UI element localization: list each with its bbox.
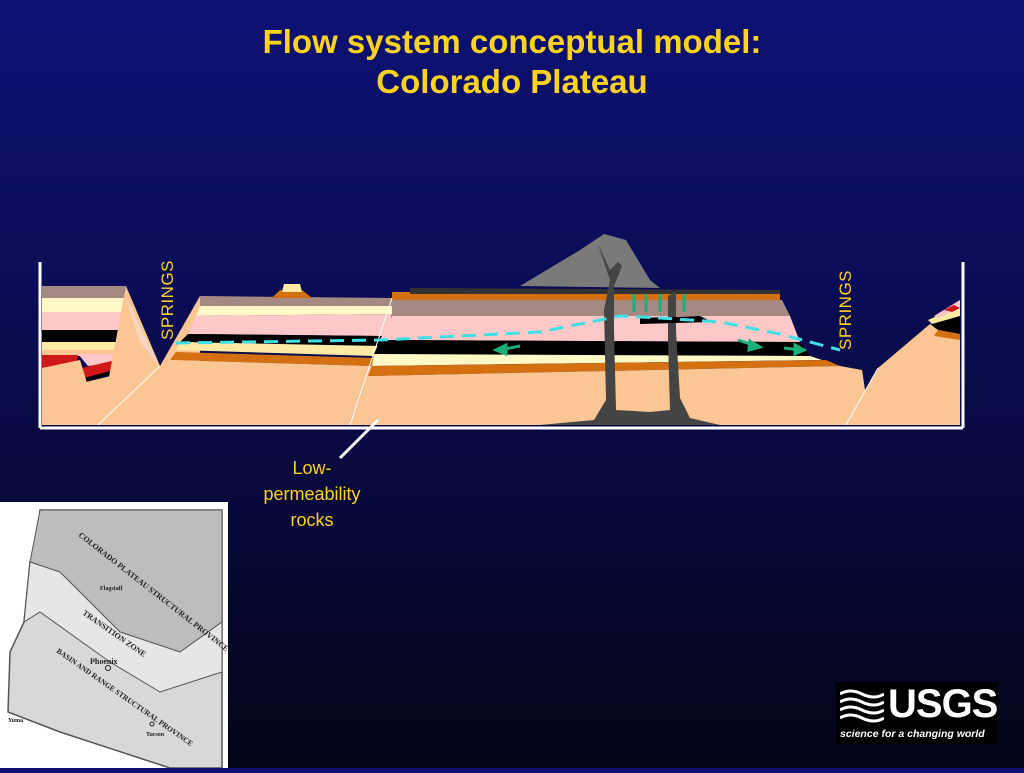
usgs-tagline: science for a changing world [840, 728, 985, 740]
diagram-frame [38, 262, 965, 430]
title-line-2: Colorado Plateau [376, 63, 648, 100]
low-permeability-line-3: rocks [290, 510, 334, 530]
springs-label-right: SPRINGS [836, 269, 855, 350]
low-permeability-label: Low- permeability rocks [242, 455, 382, 533]
left-mesa-strata [42, 286, 160, 425]
groundwater-flow-paths [175, 294, 841, 357]
map-phoenix-marker [105, 665, 111, 671]
central-left-strata [98, 284, 392, 425]
low-permeability-line-2: permeability [263, 484, 361, 504]
map-city-flagstaff: Flagstaff [100, 586, 124, 592]
map-city-tucson: Tucson [146, 732, 165, 738]
springs-label-left: SPRINGS [158, 259, 177, 340]
low-permeability-pointer [338, 418, 380, 460]
usgs-wordmark: USGS [888, 682, 998, 726]
fault-lines [97, 297, 879, 426]
right-mesa-strata [800, 300, 960, 425]
slide-title: Flow system conceptual model: Colorado P… [0, 22, 1024, 102]
usgs-logo: USGS science for a changing world [836, 682, 998, 744]
volcanic-features [410, 234, 780, 425]
low-permeability-line-1: Low- [292, 458, 332, 478]
title-line-1: Flow system conceptual model: [262, 23, 762, 60]
arizona-province-map: COLORADO PLATEAU STRUCTURAL PROVINCE TRA… [0, 502, 231, 769]
map-tucson-marker [149, 721, 155, 727]
map-city-phoenix: Phoenix [90, 657, 118, 666]
map-city-yuma: Yuma [8, 718, 23, 724]
usgs-wave-icon [840, 689, 884, 723]
arizona-map-graphic: COLORADO PLATEAU STRUCTURAL PROVINCE TRA… [7, 509, 231, 769]
